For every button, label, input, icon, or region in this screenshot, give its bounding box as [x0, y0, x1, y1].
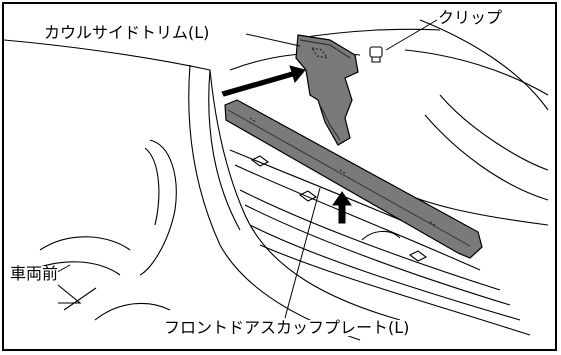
label-cowl-side-trim: カウルサイドトリム(L) [44, 23, 210, 42]
arrows [221, 65, 352, 224]
clip [369, 46, 383, 63]
label-vehicle-front: 車両前 [10, 264, 59, 283]
label-clip: クリップ [438, 8, 503, 27]
vehicle-front-marker [57, 284, 97, 311]
leader-lines [51, 19, 438, 319]
scuff-plate [224, 99, 483, 259]
label-front-door-scuff-plate: フロントドアスカッフプレート(L) [164, 318, 410, 337]
cowl-side-trim [295, 34, 359, 146]
